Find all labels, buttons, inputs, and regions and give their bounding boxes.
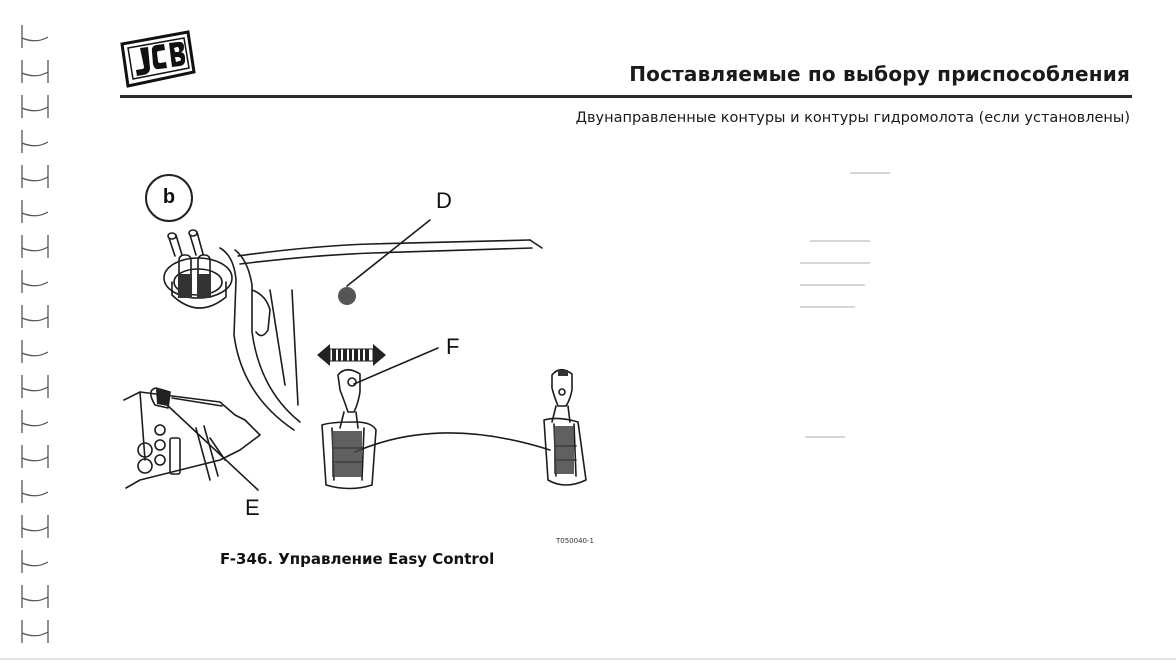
easy-control-illustration [123,219,587,491]
image-reference-code: T050040-1 [556,537,594,545]
callout-f: F [446,334,460,359]
callout-d: D [436,188,452,213]
header-rule [120,95,1132,98]
bleed-through-mark [800,306,855,308]
section-subtitle: Двунаправленные контуры и контуры гидром… [575,110,1130,126]
bleed-through-mark [810,240,870,242]
bidirectional-arrow-icon [317,344,386,366]
section-title: Поставляемые по выбору приспособления [629,62,1130,86]
figure-caption: F-346. Управление Easy Control [220,550,495,568]
view-label-circle: b [145,174,193,222]
bleed-through-mark [805,436,845,438]
page-bottom-edge [0,658,1176,660]
bleed-through-mark [800,284,865,286]
binding-rings [21,25,49,643]
bleed-through-mark [800,262,870,264]
jcb-logo [120,30,196,88]
callout-e: E [245,495,260,520]
bleed-through-mark [850,172,890,174]
